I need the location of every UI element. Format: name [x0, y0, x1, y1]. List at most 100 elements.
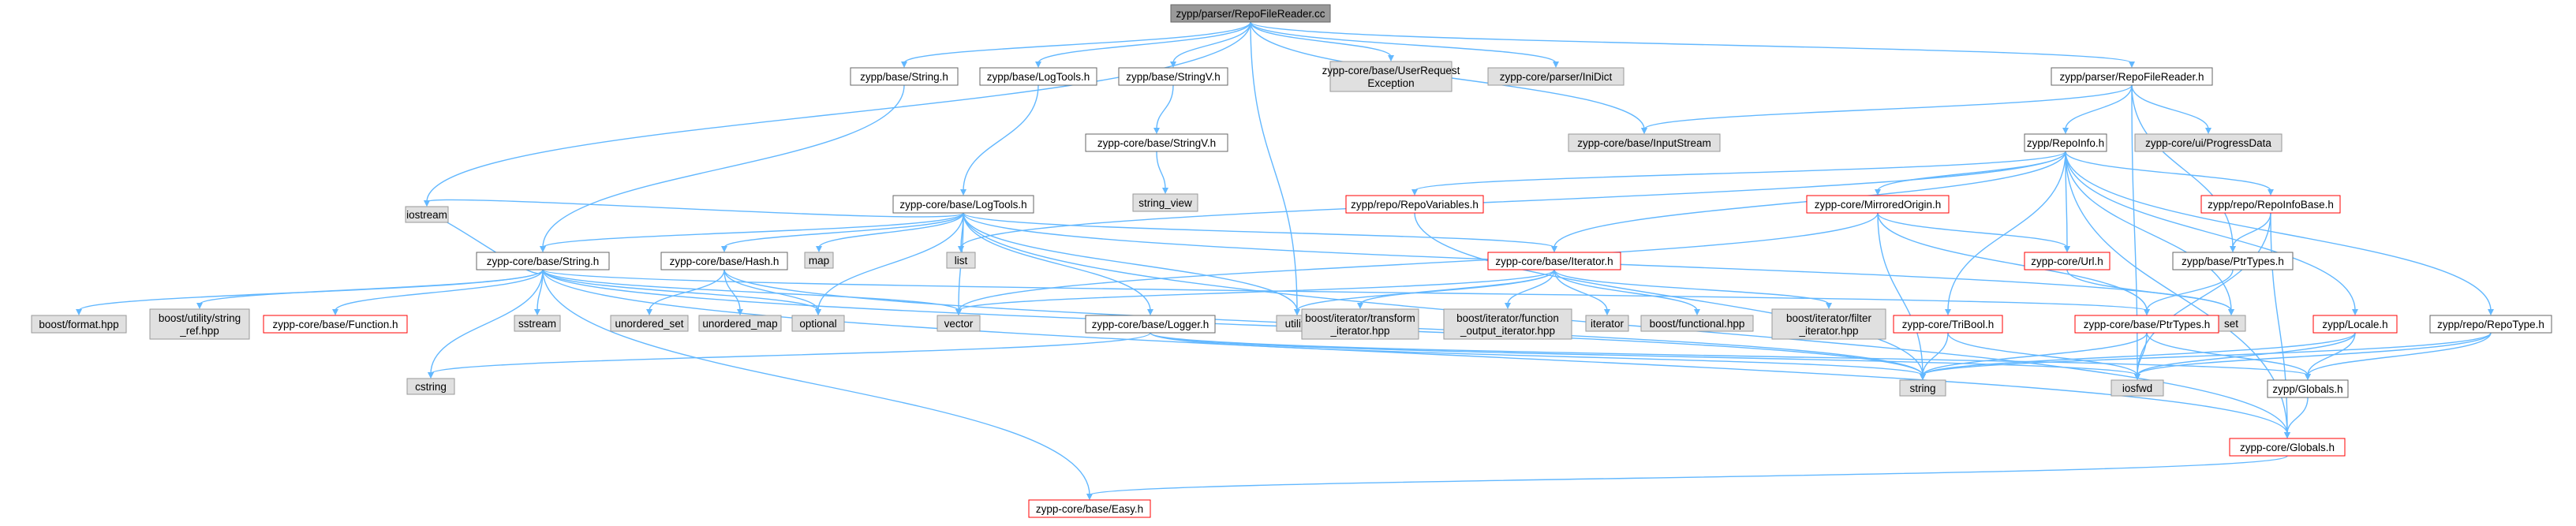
node-core_globals[interactable]: zypp-core/Globals.h: [2229, 438, 2346, 457]
node-repoinfobase[interactable]: zypp/repo/RepoInfoBase.h: [2200, 195, 2341, 214]
node-str_h[interactable]: zypp/base/String.h: [850, 67, 959, 86]
node-box: [946, 252, 976, 269]
edge-arrowhead-root-to-rfr_h: [2129, 62, 2135, 68]
node-core_easy[interactable]: zypp-core/base/Easy.h: [1028, 499, 1151, 518]
edge-arrowhead-repotype-to-iosfwd: [2134, 374, 2140, 380]
node-core_ptrtypes[interactable]: zypp-core/base/PtrTypes.h: [2074, 315, 2219, 334]
edge-rfr_h-to-ptrtypes_h: [2131, 84, 2234, 248]
node-label: boost/iterator/transform: [1305, 312, 1415, 324]
edge-core_iterator-to-boost_transform: [1359, 269, 1555, 305]
edge-arrowhead-core_iterator-to-iterator: [1604, 309, 1610, 315]
node-box: [2200, 195, 2341, 214]
node-label: optional: [799, 318, 836, 330]
node-box: [2051, 67, 2213, 86]
node-label: boost/functional.hpp: [1650, 318, 1745, 330]
edge-core_string-to-vector: [542, 269, 959, 311]
node-boost_format: boost/format.hpp: [31, 315, 127, 334]
node-label: map: [809, 255, 829, 267]
node-label: zypp/repo/RepoType.h: [2437, 319, 2544, 330]
node-label: _ref.hpp: [179, 325, 219, 337]
node-set: set: [2216, 315, 2246, 332]
node-box: [31, 315, 127, 334]
edge-arrowhead-core_stringv-to-string_view: [1162, 188, 1168, 194]
edge-arrowhead-repoinfo-to-locale_h: [2352, 309, 2358, 315]
node-box: [1301, 308, 1419, 340]
node-box: [2267, 379, 2349, 398]
node-core_stringv[interactable]: zypp-core/base/StringV.h: [1085, 133, 1228, 152]
node-label: zypp-core/base/LogTools.h: [899, 199, 1026, 211]
node-box: [2024, 133, 2107, 152]
node-box: [1806, 195, 1950, 214]
edge-core_logtools-to-iostream: [426, 199, 964, 218]
node-box: [791, 315, 845, 332]
node-repotype[interactable]: zypp/repo/RepoType.h: [2429, 315, 2552, 334]
edge-arrowhead-repoinfo-to-repovariables: [1411, 189, 1418, 196]
node-label: unordered_set: [615, 318, 683, 330]
node-ptrtypes_h[interactable]: zypp/base/PtrTypes.h: [2172, 252, 2294, 270]
node-iostream: iostream: [405, 206, 449, 223]
edge-core_iterator-to-utility: [1296, 269, 1555, 311]
edge-arrowhead-root-to-logtools_h: [1035, 62, 1041, 68]
edge-repovariables-to-string: [1414, 212, 1924, 376]
dependency-edges: [76, 21, 2494, 500]
node-box: [1028, 499, 1151, 518]
node-label: zypp/Locale.h: [2322, 319, 2387, 330]
node-label: zypp/repo/RepoVariables.h: [1351, 199, 1479, 211]
node-repoinfo[interactable]: zypp/RepoInfo.h: [2024, 133, 2107, 152]
node-label: string: [1909, 382, 1935, 394]
node-box: [2429, 315, 2552, 334]
node-label: zypp/base/StringV.h: [1126, 71, 1221, 83]
node-label: _output_iterator.hpp: [1460, 325, 1555, 337]
node-stringv_h[interactable]: zypp/base/StringV.h: [1118, 67, 1228, 86]
node-label: zypp-core/base/Easy.h: [1036, 503, 1143, 515]
node-globals_h[interactable]: zypp/Globals.h: [2267, 379, 2349, 398]
node-label: zypp-core/base/UserRequest: [1322, 65, 1460, 76]
node-core_logger[interactable]: zypp-core/base/Logger.h: [1085, 315, 1216, 334]
edge-arrowhead-core_logger-to-cstring: [428, 372, 434, 379]
edge-root-to-logtools_h: [1038, 21, 1251, 64]
node-box: [698, 315, 782, 332]
edge-arrowhead-core_logtools-to-core_string: [540, 246, 546, 252]
node-core_string[interactable]: zypp-core/base/String.h: [476, 252, 610, 270]
edge-arrowhead-stringv_h-to-core_stringv: [1153, 128, 1160, 134]
node-box: [1640, 315, 1754, 332]
node-core_function[interactable]: zypp-core/base/Function.h: [263, 315, 408, 334]
edge-arrowhead-globals_h-to-core_globals: [2284, 432, 2290, 438]
edge-locale_h-to-string: [1922, 332, 2356, 376]
node-mirroredorigin[interactable]: zypp-core/MirroredOrigin.h: [1806, 195, 1950, 214]
edge-arrowhead-rfr_h-to-progressdata: [2205, 128, 2211, 134]
edge-arrowhead-repotype-to-string: [1920, 374, 1926, 380]
edge-core_logtools-to-core_string: [542, 212, 964, 248]
node-core_iterator[interactable]: zypp-core/base/Iterator.h: [1487, 252, 1621, 270]
node-box: [514, 315, 561, 332]
dependency-nodes: zypp/parser/RepoFileReader.cc iostream zyp…: [31, 4, 2552, 518]
node-repovariables[interactable]: zypp/repo/RepoVariables.h: [1345, 195, 1484, 214]
node-rfr_h[interactable]: zypp/parser/RepoFileReader.h: [2051, 67, 2213, 86]
edge-core_logger-to-iosfwd: [1150, 332, 2138, 376]
node-label: string_view: [1138, 197, 1192, 209]
node-core_hash[interactable]: zypp-core/base/Hash.h: [660, 252, 788, 270]
edge-core_string-to-core_easy: [542, 269, 1090, 496]
node-label: vector: [944, 318, 974, 330]
edge-repotype-to-iosfwd: [2137, 332, 2492, 376]
edge-repoinfo-to-repoinfobase: [2065, 151, 2271, 192]
node-root[interactable]: zypp/parser/RepoFileReader.cc: [1170, 4, 1331, 23]
edge-root-to-iostream: [426, 21, 1251, 203]
node-tribool[interactable]: zypp-core/TriBool.h: [1893, 315, 2003, 334]
node-core_logtools[interactable]: zypp-core/base/LogTools.h: [892, 195, 1034, 214]
node-box: [2074, 315, 2219, 334]
edge-core_string-to-cstring: [430, 269, 544, 375]
edge-root-to-utility: [1250, 21, 1298, 311]
node-label: iterator: [1591, 318, 1624, 330]
edge-arrowhead-core_logtools-to-list: [958, 246, 964, 252]
node-label: zypp-core/base/Hash.h: [670, 256, 780, 267]
node-core_url[interactable]: zypp-core/Url.h: [2024, 252, 2111, 270]
node-locale_h[interactable]: zypp/Locale.h: [2312, 315, 2398, 334]
edge-repoinfobase-to-core_globals: [2270, 212, 2288, 435]
edge-arrowhead-repoinfo-to-repotype: [2488, 309, 2494, 315]
edge-arrowhead-core_hash-to-unordered_set: [646, 309, 652, 315]
edge-arrowhead-core_iterator-to-boost_transform: [1357, 303, 1363, 309]
node-label: zypp-core/base/PtrTypes.h: [2084, 319, 2211, 330]
node-logtools_h[interactable]: zypp/base/LogTools.h: [979, 67, 1097, 86]
node-label: zypp-core/base/InputStream: [1577, 137, 1711, 149]
